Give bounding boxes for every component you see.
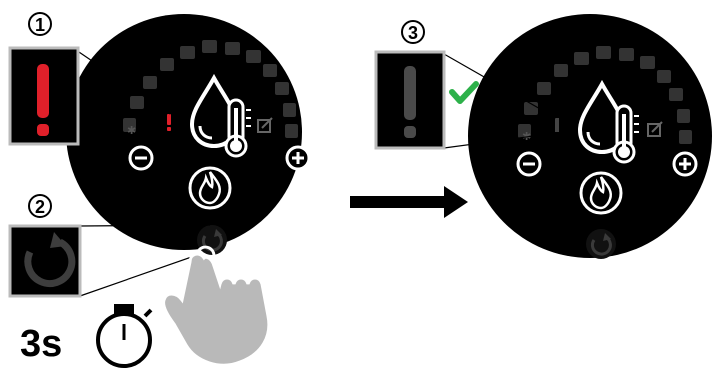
exclamation-icon — [404, 66, 416, 120]
segment-alert-icon — [167, 114, 171, 131]
plus-button[interactable] — [674, 153, 696, 175]
step-1-marker: 1 — [29, 13, 51, 35]
stopwatch-icon — [98, 306, 151, 366]
callout-alert-cleared — [376, 52, 444, 148]
right-arrow-icon — [350, 186, 468, 218]
svg-text:3: 3 — [408, 23, 418, 43]
hold-time-label: 3s — [20, 323, 62, 365]
step-2-marker: 2 — [29, 195, 51, 217]
svg-text:1: 1 — [35, 15, 45, 35]
control-panel-after: ✱ — [468, 14, 712, 259]
svg-text:2: 2 — [35, 197, 45, 217]
control-panel-before: ✱ — [66, 14, 309, 255]
reset-button[interactable] — [586, 229, 616, 259]
flame-button[interactable] — [190, 168, 230, 208]
segment-marker — [555, 118, 559, 132]
exclamation-icon — [37, 64, 49, 118]
step-3-marker: 3 — [402, 21, 424, 43]
snowflake-icon: ✱ — [127, 124, 136, 137]
plus-button[interactable] — [287, 147, 309, 169]
hand-pointer-icon — [164, 247, 269, 365]
callout-reset — [10, 226, 80, 296]
minus-button[interactable] — [518, 153, 540, 175]
minus-button[interactable] — [130, 147, 152, 169]
check-icon — [452, 84, 476, 101]
flame-button[interactable] — [581, 173, 621, 213]
callout-alert — [10, 48, 78, 144]
